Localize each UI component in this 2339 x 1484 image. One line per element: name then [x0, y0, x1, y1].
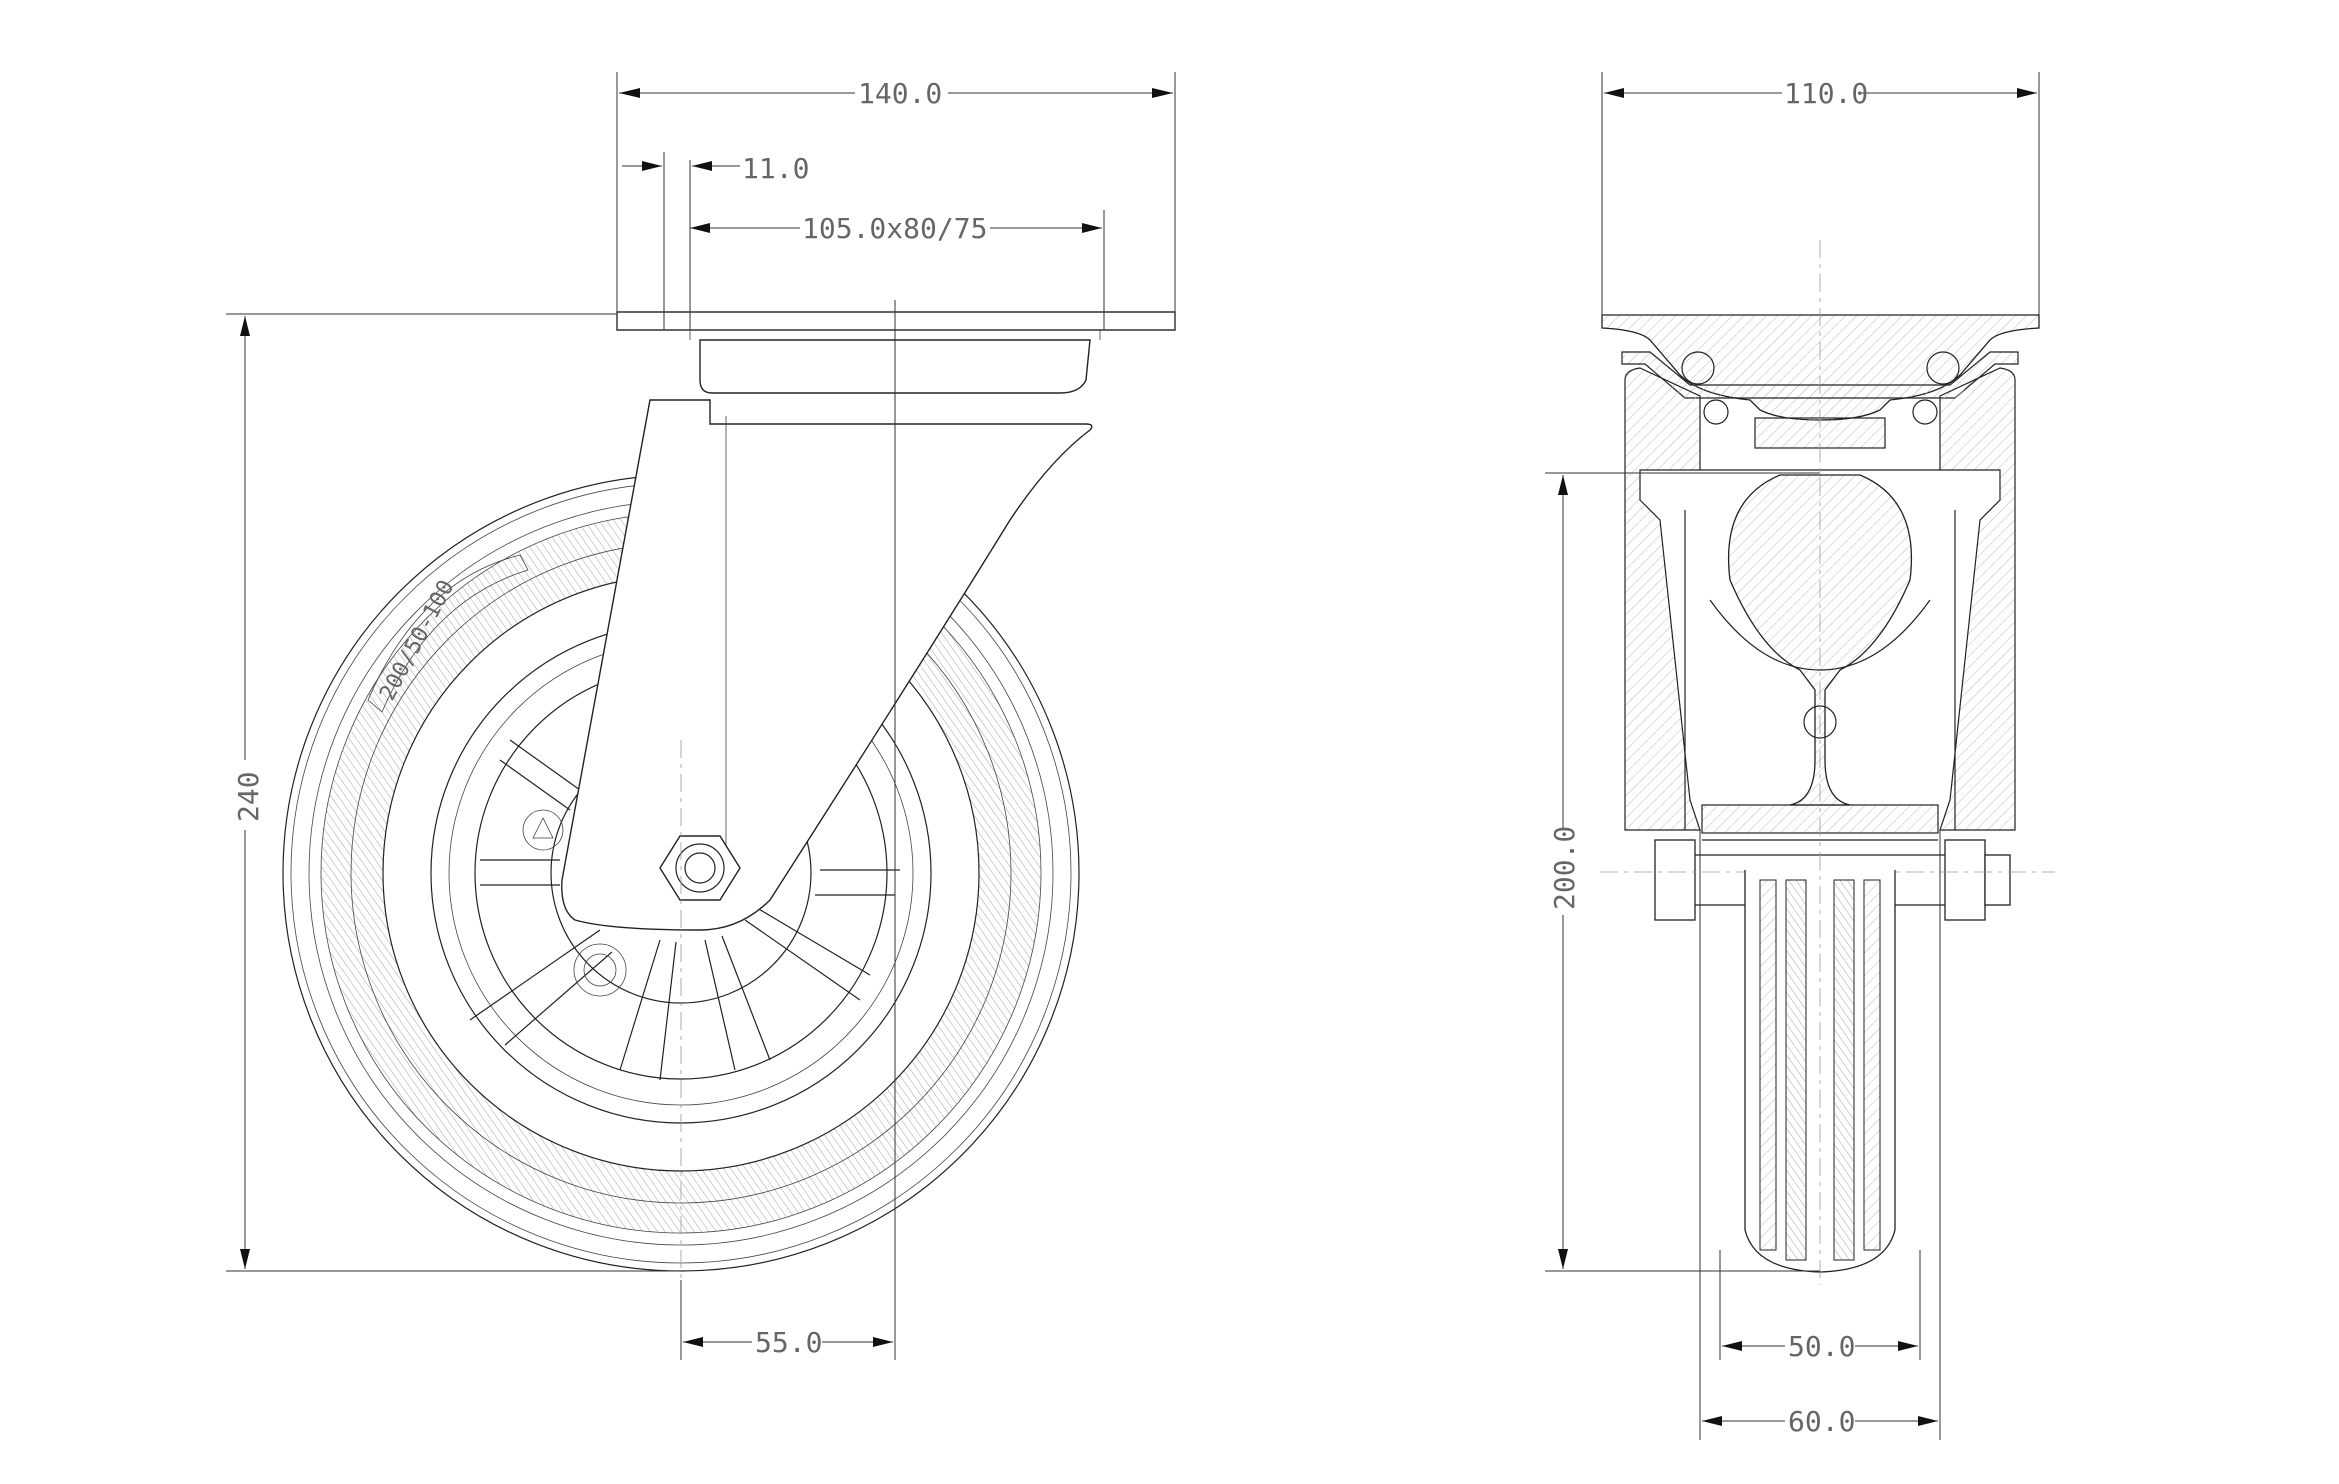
dimension-wheel-diameter: 200.0 — [1545, 472, 1820, 1272]
recycle-logo-icon — [522, 809, 564, 851]
dimension-hub-length-label: 60.0 — [1788, 1405, 1855, 1438]
dimension-hole-pattern: 105.0x80/75 — [690, 210, 1105, 330]
wheel-spokes — [469, 739, 900, 1081]
dimension-total-height: 240 — [226, 313, 681, 1272]
gear-logo-icon — [573, 943, 627, 997]
dimension-plate-width: 140.0 — [616, 72, 1176, 330]
dimension-swivel-offset: 55.0 — [680, 1280, 893, 1360]
side-axle-bolt — [1600, 839, 2055, 921]
axle-nut — [659, 835, 741, 901]
front-view: 200/50-100 — [226, 72, 1176, 1360]
dimension-total-height-label: 240 — [232, 771, 265, 822]
dimension-side-plate-width-label: 110.0 — [1784, 77, 1868, 110]
dimension-wheel-diameter-label: 200.0 — [1548, 826, 1581, 910]
side-view: 110.0 200.0 50.0 — [1545, 72, 2055, 1440]
dimension-swivel-offset-label: 55.0 — [755, 1326, 822, 1359]
dimension-side-plate-width: 110.0 — [1601, 72, 2040, 315]
dimension-tread-width: 50.0 — [1719, 1250, 1921, 1363]
ball-bearings — [1681, 351, 1960, 425]
dimension-hub-length: 60.0 — [1699, 830, 1941, 1440]
dimension-plate-width-label: 140.0 — [858, 77, 942, 110]
dimension-hole-pattern-label: 105.0x80/75 — [802, 212, 987, 245]
mounting-plate — [616, 311, 1176, 394]
side-wheel — [1744, 240, 1896, 1285]
fork-bracket — [561, 399, 1093, 931]
side-housing — [1624, 367, 2016, 831]
dimension-hole-offset: 11.0 — [622, 152, 809, 330]
dimension-hole-offset-label: 11.0 — [742, 152, 809, 185]
dimension-tread-width-label: 50.0 — [1788, 1330, 1855, 1363]
